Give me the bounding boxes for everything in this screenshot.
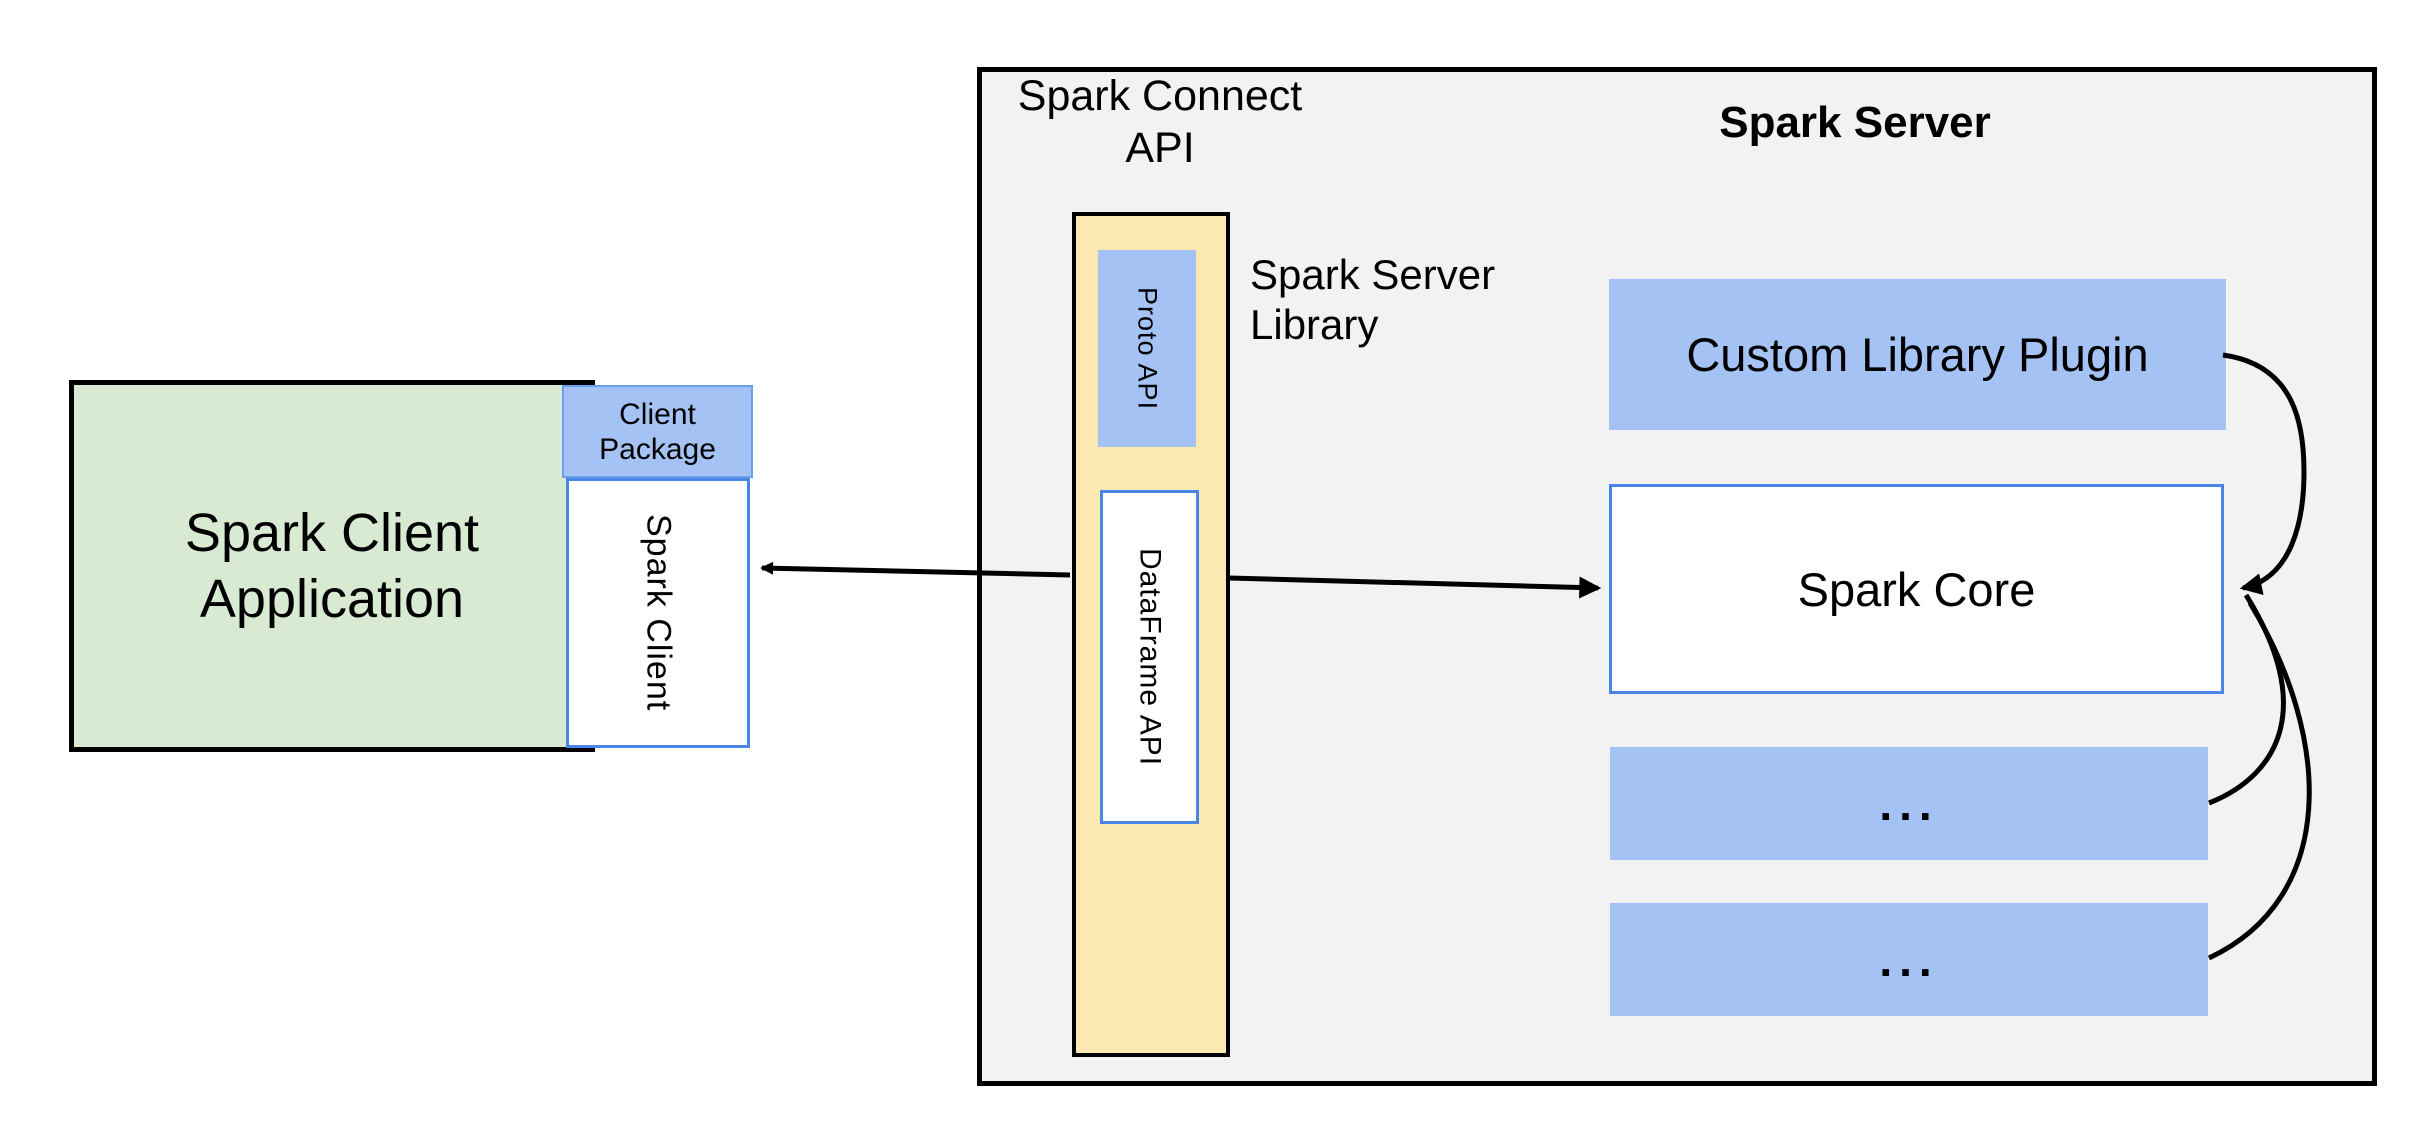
spark-client-box: Spark Client xyxy=(566,478,750,748)
spark-client-application-label: Spark Client Application xyxy=(185,500,479,632)
spark-server-library-line2: Library xyxy=(1250,301,1379,348)
proto-api-box: Proto API xyxy=(1098,250,1196,447)
spark-client-application-line1: Spark Client xyxy=(184,503,480,563)
plugin-placeholder-label-1: ... xyxy=(1879,777,1939,830)
spark-connect-api-title-line1: Spark Connect xyxy=(1017,72,1303,120)
dataframe-api-box: DataFrame API xyxy=(1100,490,1199,824)
client-package-box: Client Package xyxy=(562,385,753,478)
custom-library-plugin-label: Custom Library Plugin xyxy=(1686,328,2149,381)
spark-core-label: Spark Core xyxy=(1797,562,2036,616)
spark-core-box: Spark Core xyxy=(1609,484,2224,694)
spark-client-application-box: Spark Client Application xyxy=(69,380,595,752)
plugin-placeholder-box-2: ... xyxy=(1610,903,2208,1016)
spark-connect-api-title: Spark Connect API xyxy=(960,70,1360,174)
spark-server-library-label: Spark Server Library xyxy=(1250,250,1495,350)
proto-api-label: Proto API xyxy=(1132,286,1163,411)
client-package-label: Client Package xyxy=(599,397,716,467)
custom-library-plugin-box: Custom Library Plugin xyxy=(1609,279,2226,430)
plugin-placeholder-label-2: ... xyxy=(1879,933,1939,986)
client-package-line1: Client xyxy=(619,397,696,431)
spark-connect-api-title-line2: API xyxy=(1125,124,1195,172)
plugin-placeholder-box-1: ... xyxy=(1610,747,2208,860)
spark-server-title: Spark Server xyxy=(1719,98,1991,147)
spark-client-label: Spark Client xyxy=(639,514,678,712)
spark-client-application-line2: Application xyxy=(199,569,465,629)
dataframe-api-label: DataFrame API xyxy=(1133,547,1167,767)
client-package-line2: Package xyxy=(599,432,716,466)
spark-server-library-line1: Spark Server xyxy=(1250,251,1496,298)
